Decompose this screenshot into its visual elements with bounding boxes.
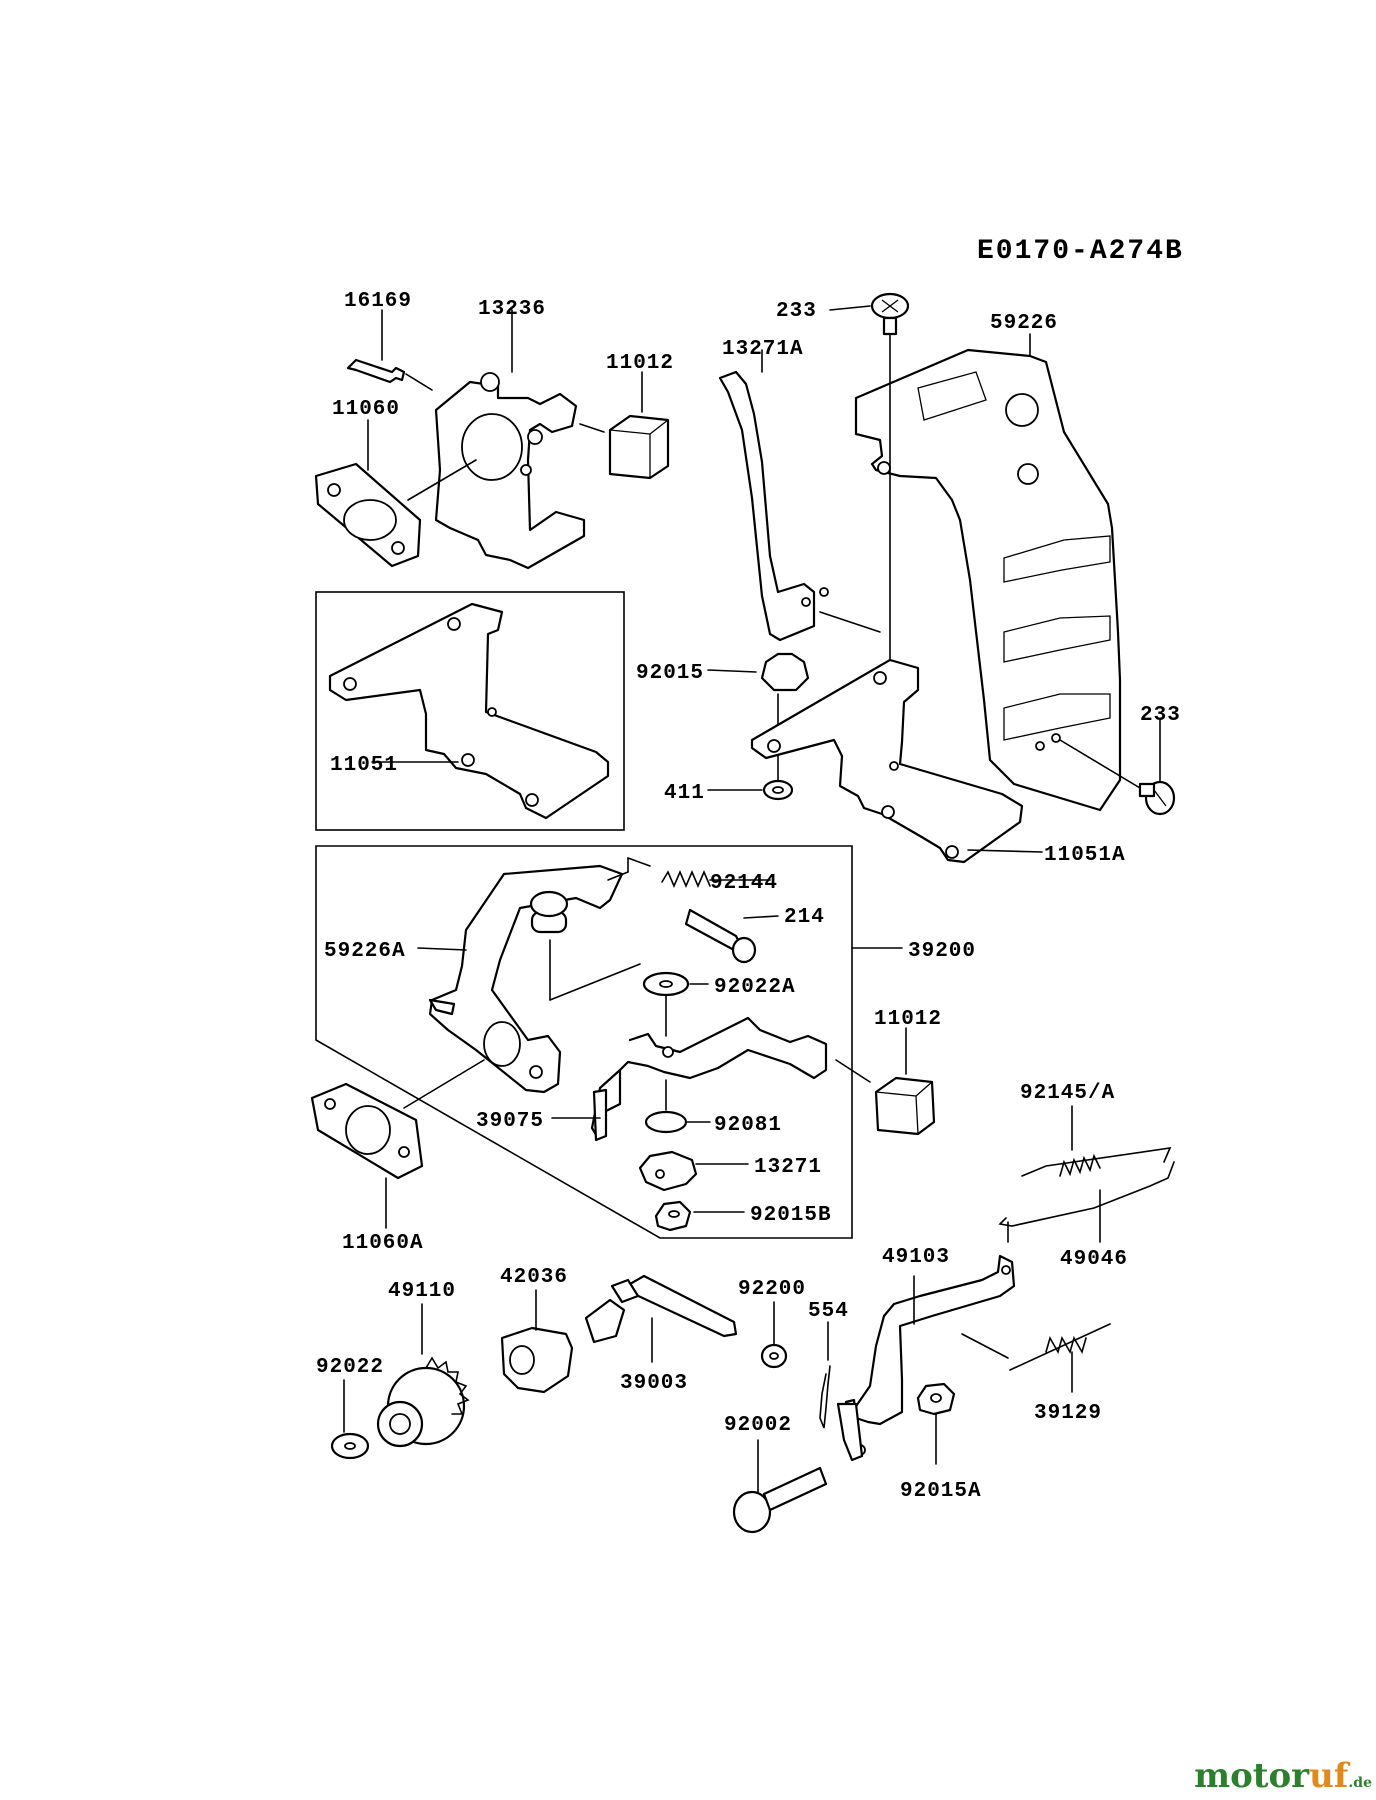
part-11060A-gasket[interactable] bbox=[310, 1059, 485, 1229]
label-92015: 92015 bbox=[636, 662, 704, 685]
part-13236-carb-bracket[interactable] bbox=[434, 309, 586, 570]
label-49046: 49046 bbox=[1060, 1248, 1128, 1271]
label-92145A: 92145/A bbox=[1020, 1082, 1115, 1105]
part-233-right-bolt[interactable] bbox=[1059, 719, 1176, 816]
label-49103: 49103 bbox=[882, 1246, 950, 1269]
watermark-part1: motor bbox=[1194, 1756, 1310, 1796]
part-39129-spring[interactable] bbox=[1009, 1323, 1111, 1393]
label-11060: 11060 bbox=[332, 398, 400, 421]
part-92022A-washer[interactable] bbox=[642, 971, 709, 1037]
part-39075-governor-lever[interactable] bbox=[551, 1016, 871, 1142]
label-39129: 39129 bbox=[1034, 1402, 1102, 1425]
label-39200: 39200 bbox=[908, 940, 976, 963]
inset-box-11051 bbox=[315, 591, 625, 831]
part-92015B-nut[interactable] bbox=[654, 1200, 745, 1232]
part-554-pin[interactable] bbox=[819, 1321, 831, 1429]
label-59226A: 59226A bbox=[324, 940, 406, 963]
part-49110-governor-gear[interactable] bbox=[376, 1303, 470, 1448]
part-92015A-nut[interactable] bbox=[916, 1382, 956, 1465]
label-92002: 92002 bbox=[724, 1414, 792, 1437]
label-13236: 13236 bbox=[478, 298, 546, 321]
label-11051: 11051 bbox=[330, 754, 398, 777]
label-233-top: 233 bbox=[776, 300, 817, 323]
label-214: 214 bbox=[784, 906, 825, 929]
part-214-screw[interactable] bbox=[684, 908, 779, 964]
label-92022A: 92022A bbox=[714, 976, 796, 999]
part-16169-link[interactable] bbox=[346, 309, 433, 391]
part-13271A-stay[interactable] bbox=[718, 349, 881, 642]
part-49103-governor-arm[interactable] bbox=[836, 1221, 1016, 1462]
part-13271-plate[interactable] bbox=[638, 1150, 749, 1192]
group-box-39200 bbox=[315, 845, 853, 1239]
label-49110: 49110 bbox=[388, 1280, 456, 1303]
label-16169: 16169 bbox=[344, 290, 412, 313]
label-11051A: 11051A bbox=[1044, 844, 1126, 867]
label-92144: 92144 bbox=[710, 872, 778, 895]
part-92200-washer[interactable] bbox=[760, 1301, 788, 1369]
label-554: 554 bbox=[808, 1300, 849, 1323]
label-411: 411 bbox=[664, 782, 705, 805]
part-92145-spring[interactable] bbox=[1021, 1105, 1172, 1177]
watermark-logo: motoruf.de bbox=[1194, 1756, 1372, 1796]
part-11012-top-block[interactable] bbox=[579, 371, 670, 480]
label-39075: 39075 bbox=[476, 1110, 544, 1133]
label-92015B: 92015B bbox=[750, 1204, 832, 1227]
label-59226: 59226 bbox=[990, 312, 1058, 335]
part-11051A-base-plate[interactable] bbox=[750, 658, 1043, 864]
part-49046-rod[interactable] bbox=[998, 1161, 1175, 1243]
label-233-right: 233 bbox=[1140, 704, 1181, 727]
label-13271A: 13271A bbox=[722, 338, 804, 361]
label-39003: 39003 bbox=[620, 1372, 688, 1395]
label-92022: 92022 bbox=[316, 1356, 384, 1379]
label-11012-mid: 11012 bbox=[874, 1008, 942, 1031]
part-11060-gasket[interactable] bbox=[314, 419, 477, 568]
diagram-code: E0170-A274B bbox=[977, 236, 1184, 267]
label-92200: 92200 bbox=[738, 1278, 806, 1301]
part-411-washer[interactable] bbox=[707, 693, 794, 801]
part-39003-shaft[interactable] bbox=[584, 1274, 738, 1363]
label-42036: 42036 bbox=[500, 1266, 568, 1289]
part-11051-base-plate[interactable] bbox=[328, 602, 610, 820]
label-92081: 92081 bbox=[714, 1114, 782, 1137]
label-11012-top: 11012 bbox=[606, 352, 674, 375]
watermark-part2: uf bbox=[1309, 1756, 1349, 1796]
part-11012-mid-block[interactable] bbox=[874, 1027, 936, 1136]
part-42036-gear-holder[interactable] bbox=[500, 1289, 574, 1394]
part-92081-washer[interactable] bbox=[644, 1079, 711, 1134]
watermark-part3: .de bbox=[1348, 1775, 1372, 1791]
label-13271: 13271 bbox=[754, 1156, 822, 1179]
part-92015-cap-nut[interactable] bbox=[707, 652, 810, 692]
part-59226A-bracket[interactable] bbox=[417, 857, 651, 1094]
part-59226-cover[interactable] bbox=[854, 333, 1122, 812]
part-92022-washer[interactable] bbox=[330, 1379, 370, 1460]
label-11060A: 11060A bbox=[342, 1232, 424, 1255]
part-92002-bolt[interactable] bbox=[732, 1439, 828, 1534]
label-92015A: 92015A bbox=[900, 1480, 982, 1503]
part-92144-spring[interactable] bbox=[661, 869, 771, 889]
